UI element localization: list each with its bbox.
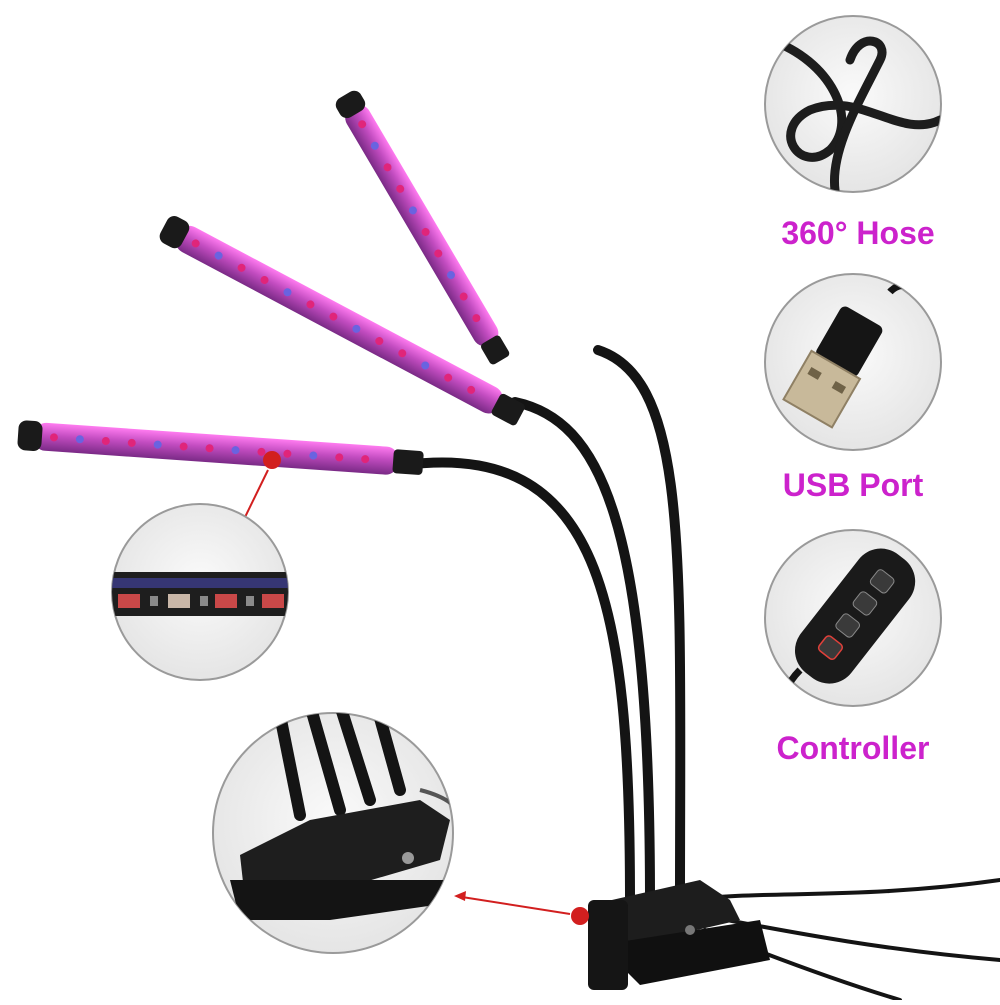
controller-label: Controller — [776, 730, 930, 766]
usb-port-label: USB Port — [782, 467, 924, 503]
gooseneck-middle — [510, 397, 655, 905]
lamp-bar-right — [335, 90, 510, 365]
inset-hose — [764, 15, 942, 193]
led-row — [358, 120, 481, 323]
led-row — [49, 433, 370, 464]
gooseneck-right — [593, 345, 686, 905]
lamp-bar-middle — [159, 216, 525, 426]
lamp-bar-left — [17, 420, 424, 475]
desk-clip — [588, 880, 770, 990]
inset-controller — [764, 529, 942, 707]
inset-led-strip — [111, 503, 289, 681]
inset-desk-clip — [212, 712, 454, 954]
led-row — [191, 239, 476, 394]
callout-desk-clip — [454, 891, 589, 925]
power-cable — [688, 878, 1000, 902]
inset-usb — [764, 273, 942, 451]
hose-label: 360° Hose — [781, 215, 935, 251]
gooseneck-left — [400, 457, 635, 905]
